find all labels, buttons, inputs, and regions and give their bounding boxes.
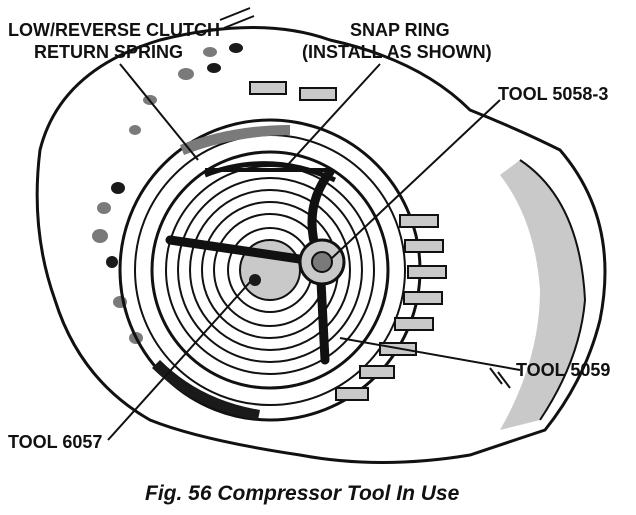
leader-tool-6057 [107, 281, 251, 441]
label-low-reverse-clutch: LOW/REVERSE CLUTCH [8, 20, 220, 40]
leader-lines [107, 7, 521, 441]
leader-snap-ring [282, 63, 381, 171]
label-tool-5058-3: TOOL 5058-3 [498, 84, 608, 104]
compressor-tool [165, 167, 346, 365]
leader-tool-5059 [339, 337, 521, 371]
figure-caption: Fig. 56 Compressor Tool In Use [145, 482, 460, 505]
label-install-as-shown: (INSTALL AS SHOWN) [302, 42, 492, 62]
label-return-spring: RETURN SPRING [34, 42, 183, 62]
leader-low-reverse [119, 63, 199, 161]
label-snap-ring: SNAP RING [350, 20, 450, 40]
label-tool-5059: TOOL 5059 [516, 360, 610, 380]
return-spring-tabs [249, 81, 447, 401]
leader-tool-5058-3 [331, 99, 501, 259]
label-tool-6057: TOOL 6057 [8, 432, 102, 452]
clutch-assembly [118, 118, 422, 422]
